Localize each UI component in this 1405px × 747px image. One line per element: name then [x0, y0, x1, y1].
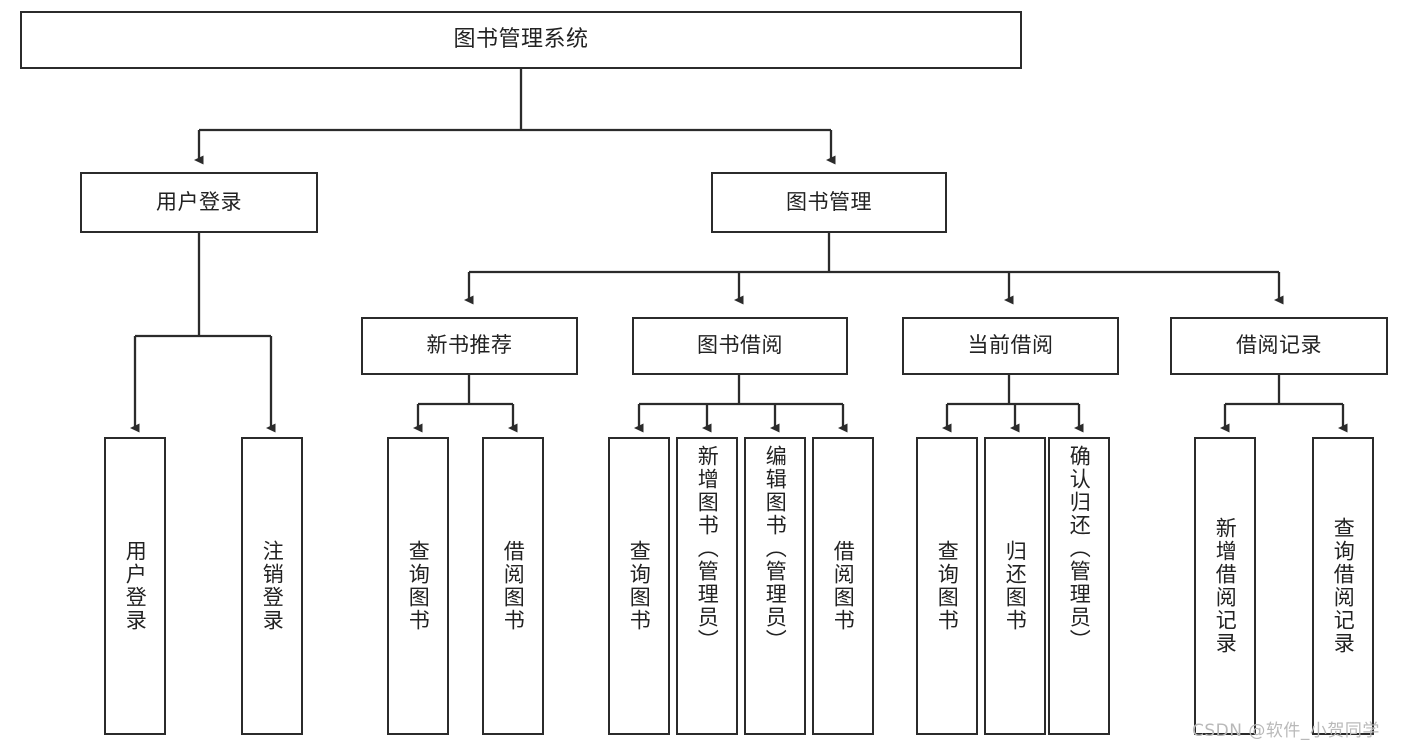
- node-leaf-query-book-1[interactable]: 查询图书: [387, 437, 449, 735]
- node-label: 图书管理系统: [453, 26, 589, 52]
- watermark: CSDN @软件_小贺同学: [1192, 721, 1380, 741]
- node-label: 借阅图书: [501, 540, 526, 632]
- node-leaf-return-book[interactable]: 归还图书: [984, 437, 1046, 735]
- node-leaf-query-book-2[interactable]: 查询图书: [608, 437, 670, 735]
- node-label: 查询图书: [406, 540, 431, 632]
- node-label: 用户登录: [156, 189, 242, 214]
- edge-currentborrow-to-leaves: [942, 375, 1084, 433]
- node-label: 用户登录: [123, 540, 148, 632]
- node-current-borrow[interactable]: 当前借阅: [902, 317, 1119, 375]
- node-label: 确认归还（管理员）: [1067, 445, 1092, 652]
- node-borrow-record[interactable]: 借阅记录: [1170, 317, 1388, 375]
- edge-bookmanagement-to-level3: [464, 233, 1284, 305]
- node-label: 归还图书: [1003, 540, 1028, 632]
- edge-root-to-level2: [194, 69, 836, 165]
- node-user-login[interactable]: 用户登录: [80, 172, 318, 233]
- node-leaf-borrow-book-1[interactable]: 借阅图书: [482, 437, 544, 735]
- node-label: 图书借阅: [697, 333, 783, 358]
- node-label: 注销登录: [260, 540, 285, 632]
- node-root-book-management-system[interactable]: 图书管理系统: [20, 11, 1022, 69]
- node-label: 新增借阅记录: [1213, 517, 1238, 655]
- node-label: 查询图书: [935, 540, 960, 632]
- node-new-book-recommend[interactable]: 新书推荐: [361, 317, 578, 375]
- node-label: 新增图书（管理员）: [695, 445, 720, 652]
- node-leaf-query-record[interactable]: 查询借阅记录: [1312, 437, 1374, 735]
- node-leaf-edit-book[interactable]: 编辑图书（管理员）: [744, 437, 806, 735]
- node-leaf-borrow-book-2[interactable]: 借阅图书: [812, 437, 874, 735]
- node-label: 当前借阅: [967, 333, 1054, 358]
- edge-borrowrecord-to-leaves: [1220, 375, 1348, 433]
- edge-newbook-to-leaves: [413, 375, 518, 433]
- node-leaf-user-logout[interactable]: 注销登录: [241, 437, 303, 735]
- node-book-management[interactable]: 图书管理: [711, 172, 947, 233]
- node-leaf-user-login[interactable]: 用户登录: [104, 437, 166, 735]
- node-book-borrow[interactable]: 图书借阅: [632, 317, 848, 375]
- node-label: 查询图书: [627, 540, 652, 632]
- node-label: 借阅记录: [1236, 333, 1322, 358]
- edge-userlogin-to-leaves: [130, 233, 276, 433]
- node-label: 编辑图书（管理员）: [763, 445, 788, 652]
- node-leaf-add-book[interactable]: 新增图书（管理员）: [676, 437, 738, 735]
- node-label: 查询借阅记录: [1331, 517, 1356, 655]
- node-label: 新书推荐: [426, 333, 513, 358]
- node-leaf-confirm-return[interactable]: 确认归还（管理员）: [1048, 437, 1110, 735]
- node-label: 图书管理: [786, 189, 872, 214]
- node-label: 借阅图书: [831, 540, 856, 632]
- node-leaf-add-record[interactable]: 新增借阅记录: [1194, 437, 1256, 735]
- edge-bookborrow-to-leaves: [634, 375, 848, 433]
- node-leaf-query-book-3[interactable]: 查询图书: [916, 437, 978, 735]
